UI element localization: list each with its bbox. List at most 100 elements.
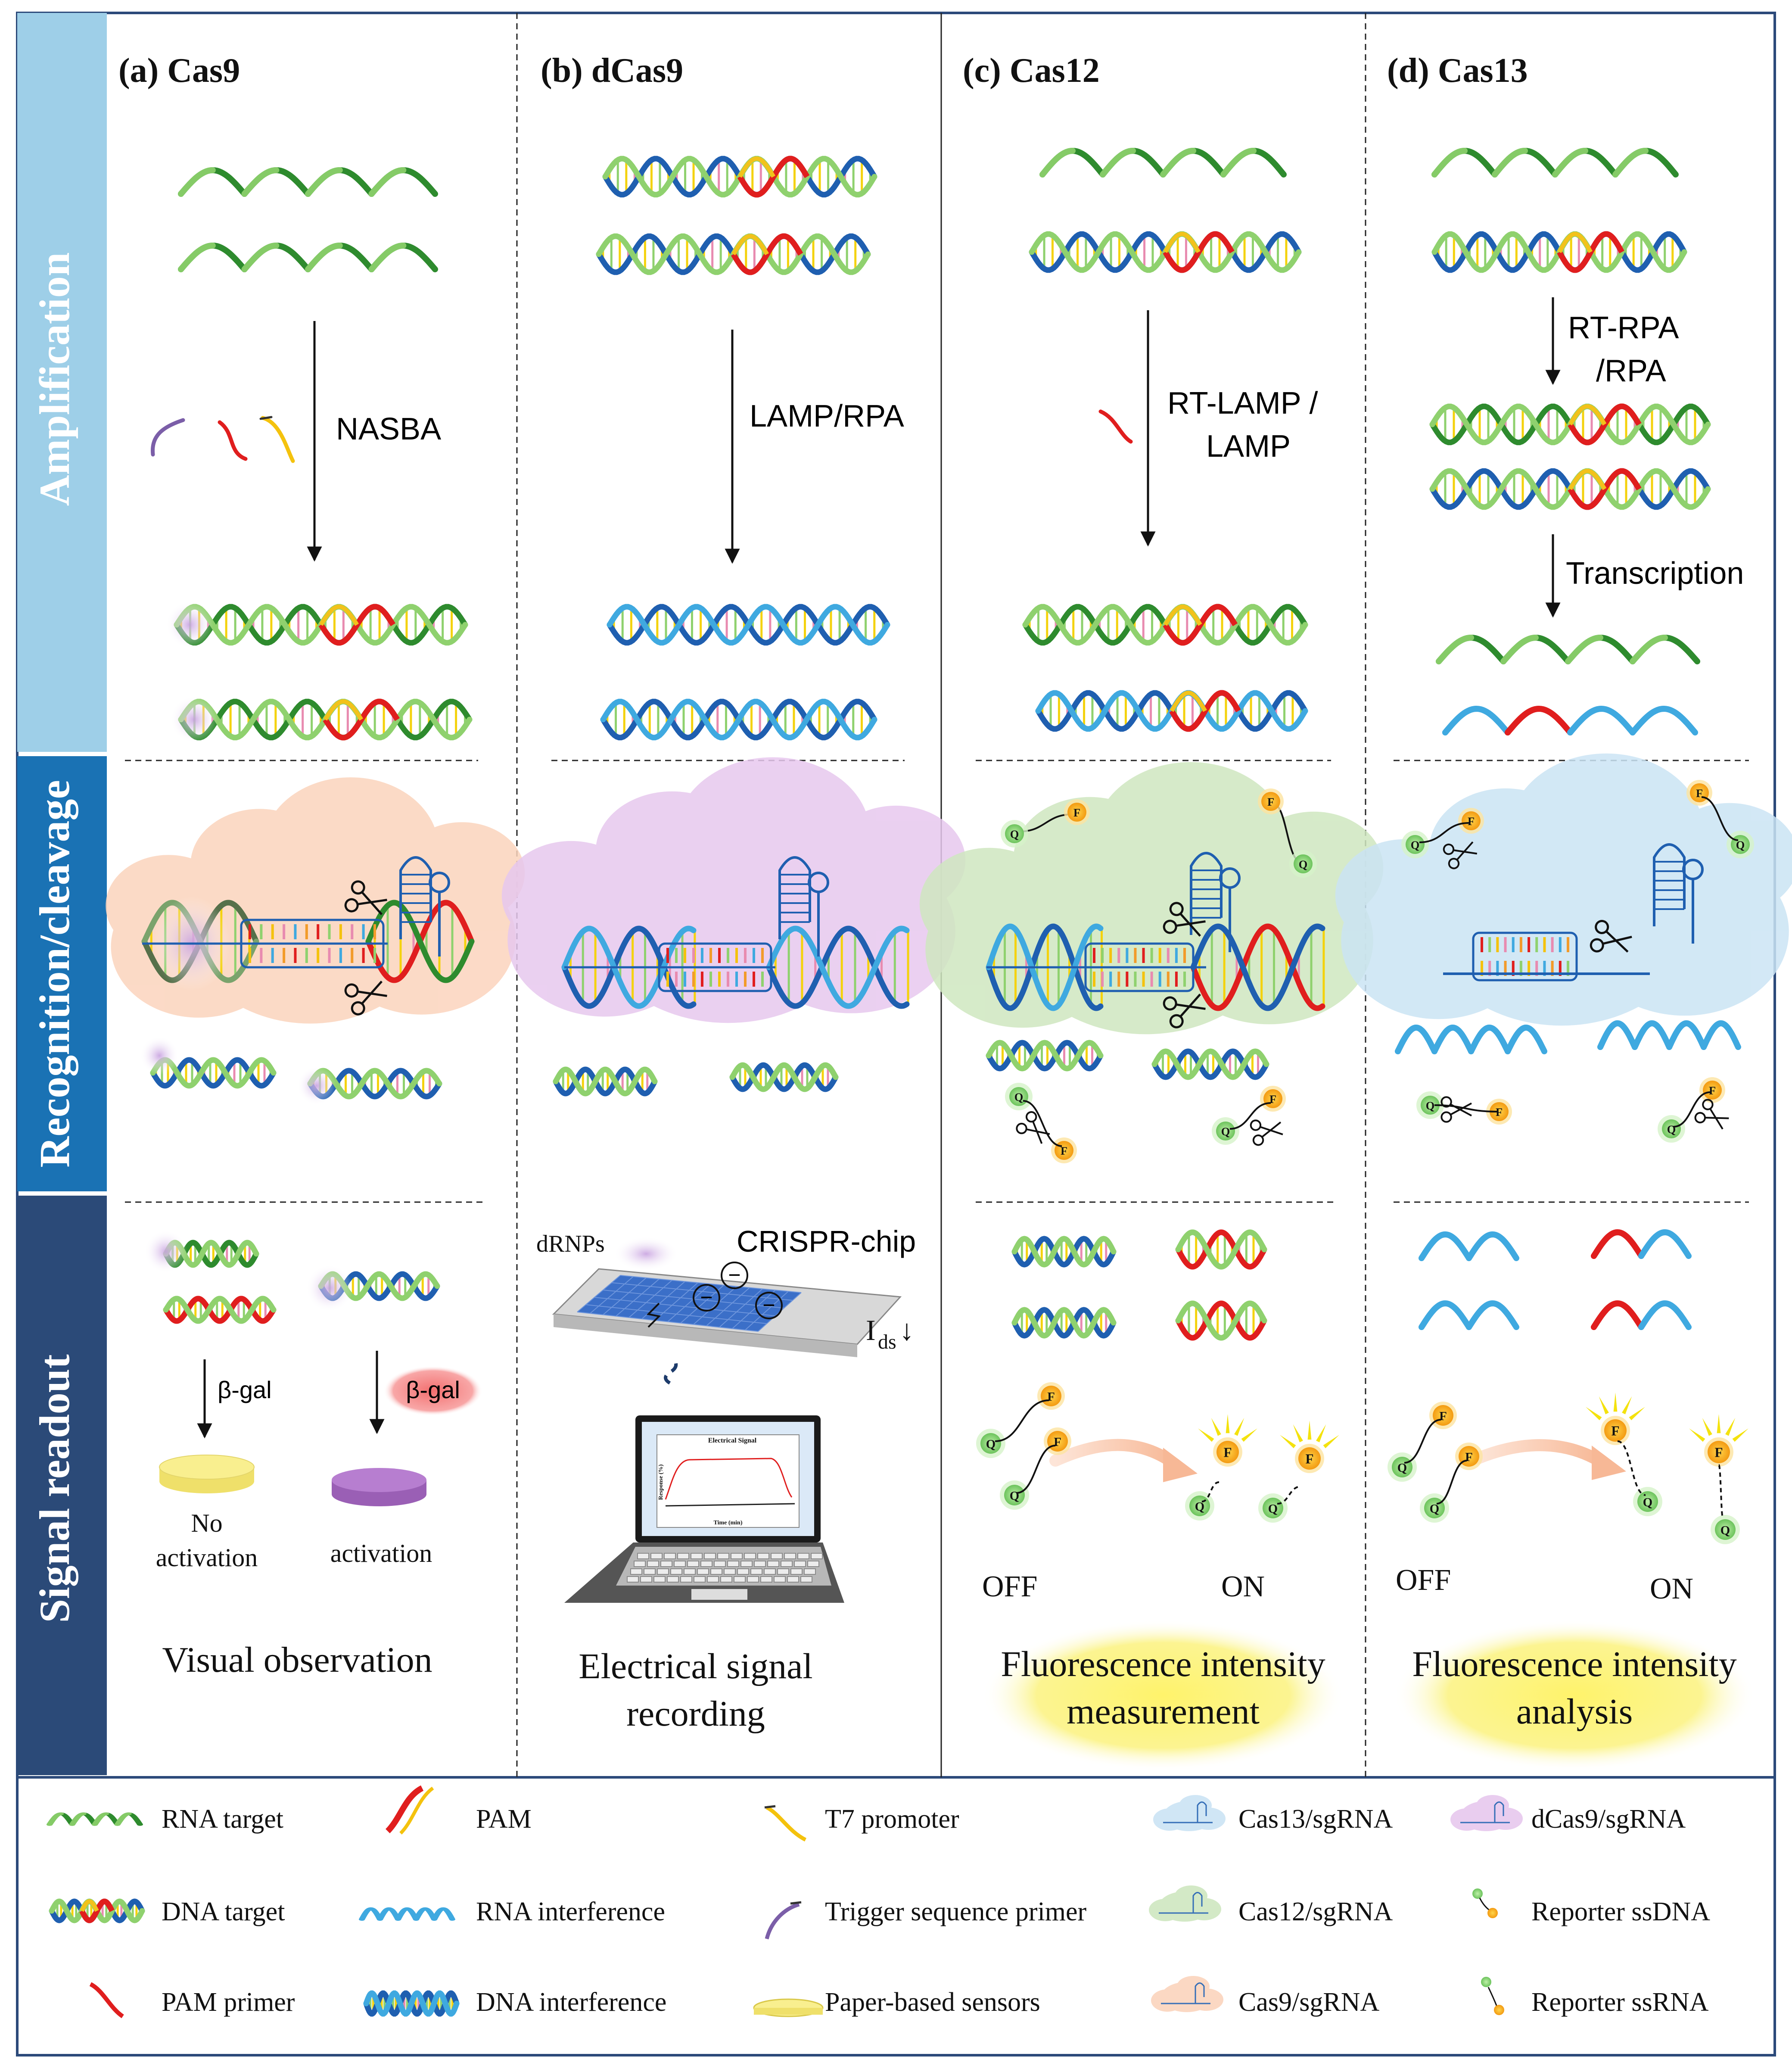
amplified-dna [1429,403,1711,446]
amplification-arrows [307,297,1561,618]
legend-label: RNA interference [476,1897,665,1926]
ids-label: I [866,1314,876,1346]
guide-duplex [240,919,385,969]
amp-label-lamp-rpa: LAMP/RPA [750,399,904,433]
chip-icon [552,1268,902,1357]
fluorophore-letter: F [1714,1445,1723,1460]
quencher-icon: Q [1258,1493,1288,1523]
fluorophore-icon: F [1198,1414,1257,1467]
quencher-letter: Q [1010,828,1019,841]
legend-cas13-cloud-icon [1153,1795,1226,1831]
fluorophore-letter: F [1496,1106,1503,1119]
quencher-icon: Q [976,1429,1005,1458]
quencher-letter: Q [1430,1502,1439,1516]
on-label-d: ON [1650,1572,1693,1605]
legend-label: Paper-based sensors [825,1988,1040,2017]
dna-target [1029,231,1302,273]
quencher-letter: Q [1720,1524,1730,1537]
amp-label-rt-lamp: RT-LAMP / [1167,386,1318,421]
fluorophore-letter: F [1054,1435,1061,1449]
fluorophore-letter: F [1305,1452,1313,1467]
transcribed-rna [1436,634,1700,664]
cas13-cloud [1335,753,1792,1026]
cas9-cloud [106,777,525,1024]
electrode-charges [693,1262,783,1319]
fluorophore-letter: F [1465,1450,1473,1464]
legend-label: Reporter ssDNA [1531,1897,1710,1926]
scissors-icon [1163,902,1206,937]
no-activation-line2: activation [156,1543,258,1572]
legend-label: PAM [476,1804,532,1834]
legend-label: DNA interference [476,1988,666,2017]
legend-dcas9-cloud-icon [1450,1795,1523,1831]
quencher-icon: Q [1711,1515,1740,1544]
legend-label: T7 promoter [825,1804,959,1834]
quencher-letter: Q [1411,838,1420,851]
transcribed-rna [1442,705,1698,735]
bgal-label-left: β-gal [218,1376,272,1403]
crispr-chip-label: CRISPR-chip [737,1225,916,1258]
fluorophore-icon: F [1258,788,1284,814]
quencher-letter: Q [986,1437,996,1451]
scissors-icon [1440,1096,1472,1123]
quencher-letter: Q [1221,1125,1230,1138]
minus-charge: − [762,1293,775,1317]
on-label-c: ON [1221,1570,1265,1603]
amplified-dna [170,696,473,743]
fluorophore-letter: F [1223,1445,1232,1460]
guide-duplex [658,942,772,992]
caption-electrical-2: recording [626,1694,765,1734]
fluorophore-icon: F [1699,1077,1725,1103]
fluorophore-icon: F [1458,808,1484,834]
nucleic-acid-strands [144,147,1711,1341]
quencher-letter: Q [1010,1489,1019,1503]
sgrna-hairpin [778,856,830,957]
dna-interference [607,604,890,646]
amplified-dna [1022,604,1308,646]
quencher-icon: Q [1388,1452,1417,1482]
quencher-icon: Q [1212,1117,1239,1145]
fluorophore-letter: F [1269,1093,1276,1106]
recognition-band [17,756,107,1191]
caption-fluor-d-2: analysis [1516,1692,1633,1732]
cleaved-rna [1591,1300,1692,1330]
drnps-label: dRNPs [536,1231,605,1257]
cleaved-dna [1175,1229,1267,1270]
fluorophore-icon: F [1260,1086,1286,1112]
panel-title-b: (b) dCas9 [541,52,683,90]
no-activation-line1: No [191,1509,222,1537]
rna-target [178,167,438,197]
caption-visual-observation: Visual observation [162,1640,432,1680]
quencher-icon: Q [1289,850,1317,878]
fluorophore-icon: F [1486,1099,1512,1125]
screen-title: Electrical Signal [708,1437,757,1444]
quencher-icon: Q [1005,1083,1033,1110]
amp-label-transcription: Transcription [1566,556,1744,591]
fluorophore-icon: F [1044,1427,1071,1455]
quencher-letter: Q [1268,1502,1278,1516]
scissors-icon [344,880,387,915]
quencher-icon: Q [1727,831,1754,858]
fluorophore-icon: F [1064,799,1090,825]
readout-band [17,1196,107,1775]
ids-subscript: ds [878,1331,896,1353]
quencher-icon: Q [1633,1487,1662,1516]
amp-label-nasba: NASBA [336,412,441,446]
cleaved-dna [1175,1300,1267,1341]
amp-label-lamp: LAMP [1206,429,1291,464]
fluorophore-letter: F [1061,1144,1067,1157]
stage-label-recognition: Recognition/cleavage [31,780,78,1168]
scissors-icon [344,981,387,1016]
sgrna-hairpin [1653,843,1704,944]
readout-panel-a: β-gal β-gal No activation activation Vis… [156,1351,482,1680]
legend-label: Reporter ssRNA [1531,1988,1709,2017]
sgrna-hairpin [399,856,451,957]
scissors-icon [1443,841,1478,869]
amplified-dna [166,601,468,648]
interference-dna [1151,1048,1269,1080]
quencher-letter: Q [1667,1123,1676,1136]
legend-label: Cas9/sgRNA [1238,1988,1379,2017]
amp-label-rpa: /RPA [1596,354,1666,388]
